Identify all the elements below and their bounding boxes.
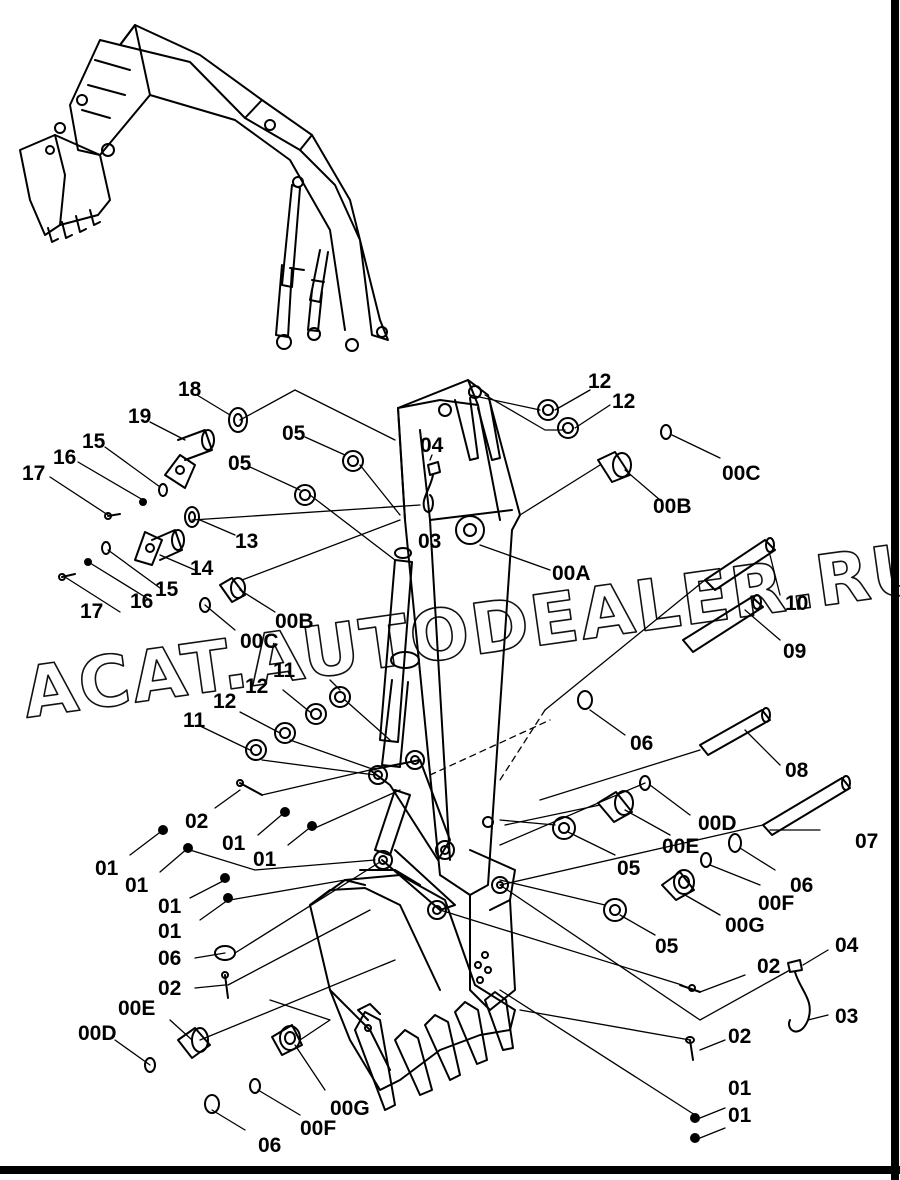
label-06: 06 [258,1134,281,1157]
label-00G: 00G [330,1097,370,1120]
label-18: 18 [178,378,202,401]
label-15: 15 [82,430,106,453]
label-00E: 00E [118,997,155,1020]
bucket [309,869,516,1111]
label-05: 05 [655,935,679,958]
label-08: 08 [785,759,809,782]
label-05: 05 [228,452,252,475]
label-06: 06 [630,732,653,755]
label-01: 01 [728,1077,752,1100]
label-16: 16 [53,446,76,469]
part-labels: 18 19 15 16 17 05 05 04 03 13 14 15 16 1… [22,370,878,1157]
label-12: 12 [612,390,635,413]
label-05: 05 [617,857,641,880]
label-06: 06 [158,947,181,970]
label-11: 11 [273,659,296,682]
leader-lines [49,389,829,1139]
label-00D: 00D [698,812,737,835]
label-19: 19 [128,405,151,428]
label-00F: 00F [300,1117,336,1140]
label-00A: 00A [552,562,591,585]
label-12: 12 [213,690,236,713]
label-10: 10 [785,592,808,615]
label-01: 01 [728,1104,752,1127]
label-03: 03 [418,530,441,553]
label-05: 05 [282,422,306,445]
label-02: 02 [158,977,181,1000]
label-00E: 00E [662,835,699,858]
label-01: 01 [125,874,149,897]
label-09: 09 [783,640,806,663]
overview-excavator-illustration [19,24,389,352]
label-00C: 00C [240,630,279,653]
bucket-linkage [368,750,509,920]
label-16: 16 [130,590,153,613]
label-12: 12 [588,370,611,393]
label-00C: 00C [722,462,761,485]
label-15: 15 [155,578,179,601]
label-01: 01 [95,857,119,880]
arm-assembly [397,379,521,1011]
label-00F: 00F [758,892,794,915]
label-01: 01 [158,895,182,918]
label-02: 02 [185,810,208,833]
label-02: 02 [757,955,780,978]
label-01: 01 [253,848,277,871]
label-12: 12 [245,675,268,698]
label-00B: 00B [275,610,314,633]
label-13: 13 [235,530,258,553]
loose-parts [58,399,851,1143]
label-04: 04 [420,434,444,457]
label-00B: 00B [653,495,692,518]
label-00G: 00G [725,914,765,937]
label-04: 04 [835,934,859,957]
label-07: 07 [855,830,878,853]
label-01: 01 [222,832,246,855]
label-17: 17 [22,462,45,485]
label-11: 11 [183,709,206,732]
label-17: 17 [80,600,103,623]
label-01: 01 [158,920,182,943]
label-03: 03 [835,1005,858,1028]
label-14: 14 [190,557,214,580]
label-02: 02 [728,1025,751,1048]
label-06: 06 [790,874,813,897]
label-00D: 00D [78,1022,117,1045]
